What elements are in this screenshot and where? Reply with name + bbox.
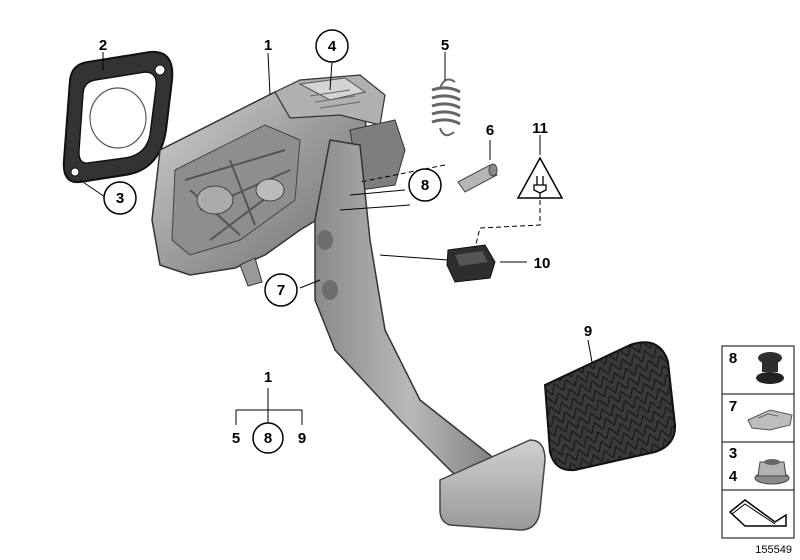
assembly-tree: 1 5 8 9 xyxy=(232,369,306,454)
callout-10: 10 xyxy=(534,255,551,272)
callout-5: 5 xyxy=(441,37,449,54)
electrical-warning-icon xyxy=(516,156,564,199)
brake-switch xyxy=(446,244,496,283)
pedal-bracket xyxy=(151,74,406,287)
callout-7-label: 7 xyxy=(277,282,285,299)
flange-nut-icon xyxy=(754,459,790,485)
callout-9: 9 xyxy=(584,323,592,340)
callout-11: 11 xyxy=(532,120,548,137)
callout-6: 6 xyxy=(486,122,494,139)
pedal-rubber-pad xyxy=(543,341,677,472)
pivot-pin xyxy=(457,163,498,193)
callout-8-label: 8 xyxy=(421,177,429,194)
return-arrow-icon xyxy=(728,499,787,527)
grommet-icon xyxy=(756,352,784,384)
legend-row2-label: 7 xyxy=(729,398,737,415)
pedal-arm xyxy=(314,139,546,531)
callout-4: 4 xyxy=(315,29,349,63)
callout-1: 1 xyxy=(264,37,272,54)
callout-7: 7 xyxy=(264,273,298,307)
parts-legend: 8 7 3 4 xyxy=(721,345,795,539)
legend-row1-label: 8 xyxy=(729,350,737,367)
callout-8: 8 xyxy=(408,168,442,202)
tree-child-left: 5 xyxy=(232,430,240,447)
return-spring xyxy=(431,78,461,137)
reference-number: 155549 xyxy=(755,544,792,556)
tree-child-middle: 8 xyxy=(264,430,272,447)
callout-3-label: 3 xyxy=(116,190,124,207)
callout-2: 2 xyxy=(99,37,107,54)
leader-lines xyxy=(79,52,593,363)
callout-3: 3 xyxy=(103,181,137,215)
legend-row3-label-b: 4 xyxy=(729,468,738,485)
tree-root: 1 xyxy=(264,369,272,386)
tree-child-right: 9 xyxy=(298,430,306,447)
legend-row3-label-a: 3 xyxy=(729,445,737,462)
gasket-part xyxy=(62,50,174,184)
clip-icon xyxy=(747,409,793,431)
callout-4-label: 4 xyxy=(328,38,337,55)
